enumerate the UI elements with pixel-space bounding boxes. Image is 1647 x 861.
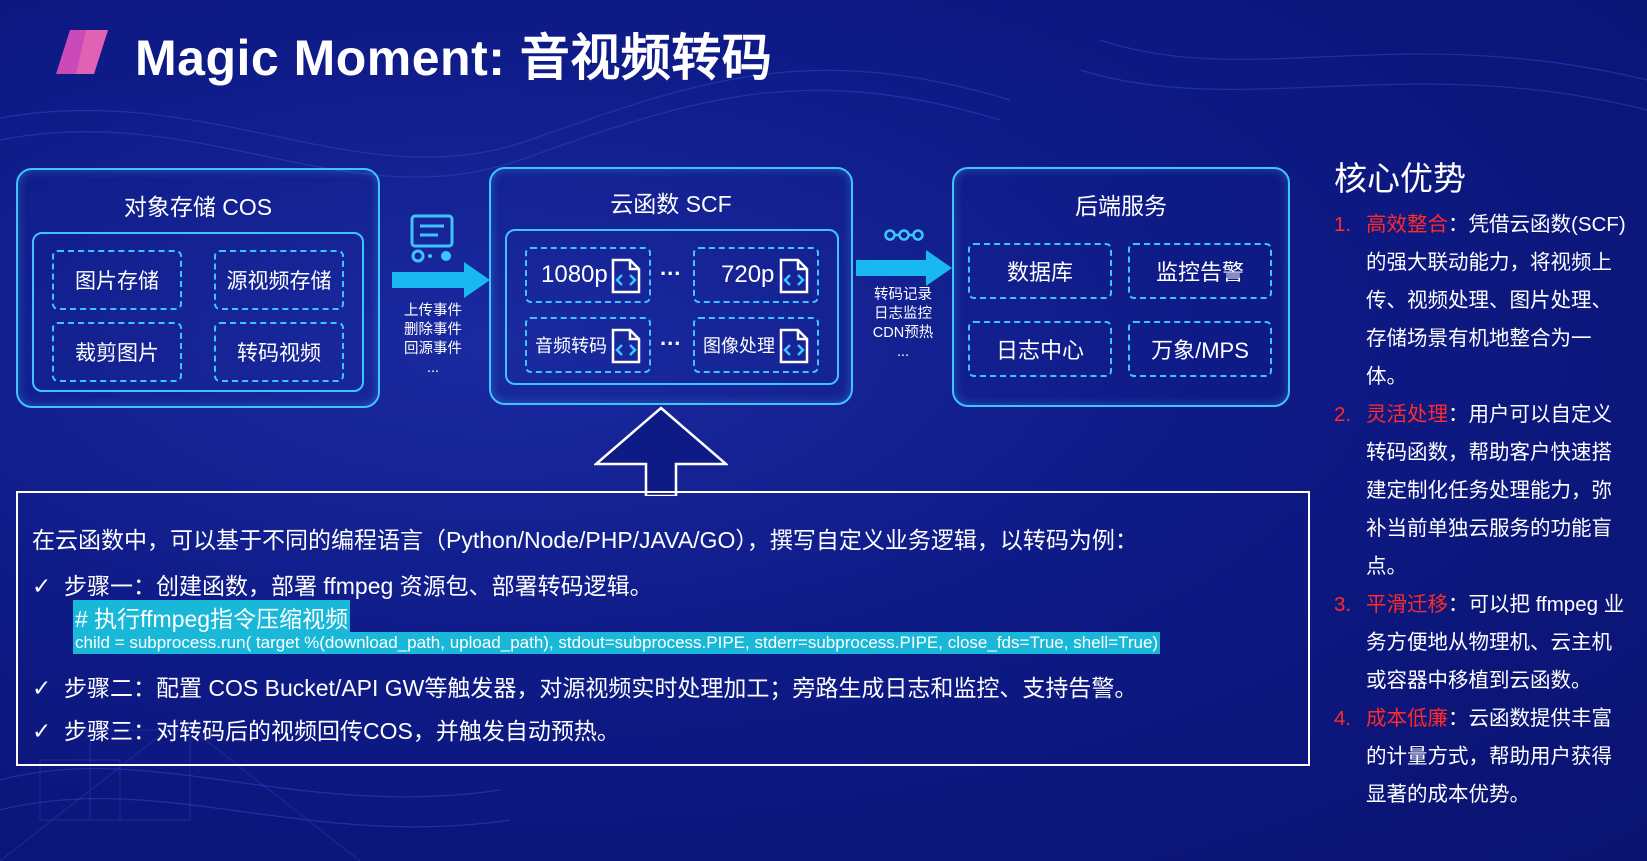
- intro-text: 在云函数中，可以基于不同的编程语言（Python/Node/PHP/JAVA/G…: [32, 527, 1138, 553]
- advantage-item: 1. 高效整合：凭借云函数(SCF)的强大联动能力，将视频上传、视频处理、图片处理…: [1332, 206, 1632, 396]
- backend-box-database: 数据库: [968, 243, 1112, 299]
- description-box: 在云函数中，可以基于不同的编程语言（Python/Node/PHP/JAVA/G…: [16, 491, 1310, 766]
- scf-box-audio-transcode: 音频转码: [525, 317, 651, 373]
- advantage-text: ：云函数提供丰富的计量方式，帮助用户获得显著的成本优势。: [1366, 707, 1612, 806]
- upload-events-label: 上传事件 删除事件 回源事件 ...: [404, 303, 462, 376]
- cos-panel-title: 对象存储 COS: [123, 194, 273, 220]
- page-title: Magic Moment: 音视频转码: [135, 30, 773, 86]
- link-chain-icon: [884, 229, 924, 241]
- cos-inner-frame: 图片存储 源视频存储 裁剪图片 转码视频: [32, 232, 364, 392]
- cos-panel: 对象存储 COS 图片存储 源视频存储 裁剪图片 转码视频: [16, 168, 380, 408]
- cos-box-source-video-storage: 源视频存储: [214, 250, 344, 310]
- advantage-text: ：可以把 ffmpeg 业务方便地从物理机、云主机或容器中移植到云函数。: [1366, 593, 1625, 692]
- advantage-text: ：凭借云函数(SCF)的强大联动能力，将视频上传、视频处理、图片处理、存储场景有…: [1366, 213, 1626, 388]
- scf-inner-frame: 1080p ... 720p 音频转码 ...: [505, 229, 839, 385]
- advantage-item: 2. 灵活处理：用户可以自定义转码函数，帮助客户快速搭建定制化任务处理能力，弥补当…: [1332, 396, 1632, 586]
- scf-box-image-processing: 图像处理: [693, 317, 819, 373]
- advantages-title: 核心优势: [1334, 160, 1466, 197]
- scf-to-backend-arrow-icon: [856, 250, 952, 286]
- event-trigger-icon: [410, 214, 454, 263]
- advantage-key: 平滑迁移: [1366, 593, 1448, 616]
- code-file-icon: [779, 258, 809, 294]
- backend-panel: 后端服务 数据库 监控告警 日志中心 万象/MPS: [952, 167, 1290, 407]
- up-arrow-icon: [594, 406, 728, 496]
- step-two: ✓步骤二：配置 COS Bucket/API GW等触发器，对源视频实时处理加工…: [32, 675, 1138, 701]
- advantage-number: 1.: [1334, 213, 1352, 236]
- advantage-key: 成本低廉: [1366, 707, 1448, 730]
- step-one: ✓步骤一：创建函数，部署 ffmpeg 资源包、部署转码逻辑。: [32, 573, 653, 599]
- cos-box-image-storage: 图片存储: [52, 250, 182, 310]
- logo-mark-icon: [56, 30, 108, 74]
- code-line: child = subprocess.run( target %(downloa…: [73, 632, 1161, 654]
- backend-panel-title: 后端服务: [1075, 193, 1167, 219]
- backend-box-monitoring-alerts: 监控告警: [1128, 243, 1272, 299]
- scf-panel-title: 云函数 SCF: [610, 191, 732, 217]
- check-icon: ✓: [32, 718, 52, 744]
- scf-ellipsis-top: ...: [660, 255, 682, 280]
- advantages-panel: 核心优势 1. 高效整合：凭借云函数(SCF)的强大联动能力，将视频上传、视频处理…: [1332, 152, 1632, 814]
- cos-box-transcoded-video: 转码视频: [214, 322, 344, 382]
- advantage-number: 4.: [1334, 707, 1352, 730]
- scf-panel: 云函数 SCF 1080p ... 720p 音频转码: [489, 167, 853, 405]
- scf-box-720p: 720p: [693, 247, 819, 303]
- scf-box-1080p: 1080p: [525, 247, 651, 303]
- code-comment: # 执行ffmpeg指令压缩视频: [73, 600, 351, 634]
- check-icon: ✓: [32, 573, 52, 599]
- advantage-key: 高效整合: [1366, 213, 1448, 236]
- service-events-label: 转码记录 日志监控 CDN预热 ...: [872, 287, 934, 360]
- cos-to-scf-arrow-icon: [392, 262, 490, 298]
- cos-box-cropped-images: 裁剪图片: [52, 322, 182, 382]
- scf-ellipsis-bottom: ...: [660, 325, 682, 350]
- check-icon: ✓: [32, 675, 52, 701]
- code-file-icon: [611, 258, 641, 294]
- backend-box-log-center: 日志中心: [968, 321, 1112, 377]
- advantage-number: 2.: [1334, 403, 1352, 426]
- advantage-item: 3. 平滑迁移：可以把 ffmpeg 业务方便地从物理机、云主机或容器中移植到云函…: [1332, 586, 1632, 700]
- backend-box-wanxiang-mps: 万象/MPS: [1128, 321, 1272, 377]
- advantage-number: 3.: [1334, 593, 1352, 616]
- code-file-icon: [779, 328, 809, 364]
- advantage-key: 灵活处理: [1366, 403, 1448, 426]
- step-three: ✓步骤三：对转码后的视频回传COS，并触发自动预热。: [32, 718, 620, 744]
- code-file-icon: [611, 328, 641, 364]
- advantage-text: ：用户可以自定义转码函数，帮助客户快速搭建定制化任务处理能力，弥补当前单独云服务…: [1366, 403, 1612, 578]
- advantage-item: 4. 成本低廉：云函数提供丰富的计量方式，帮助用户获得显著的成本优势。: [1332, 700, 1632, 814]
